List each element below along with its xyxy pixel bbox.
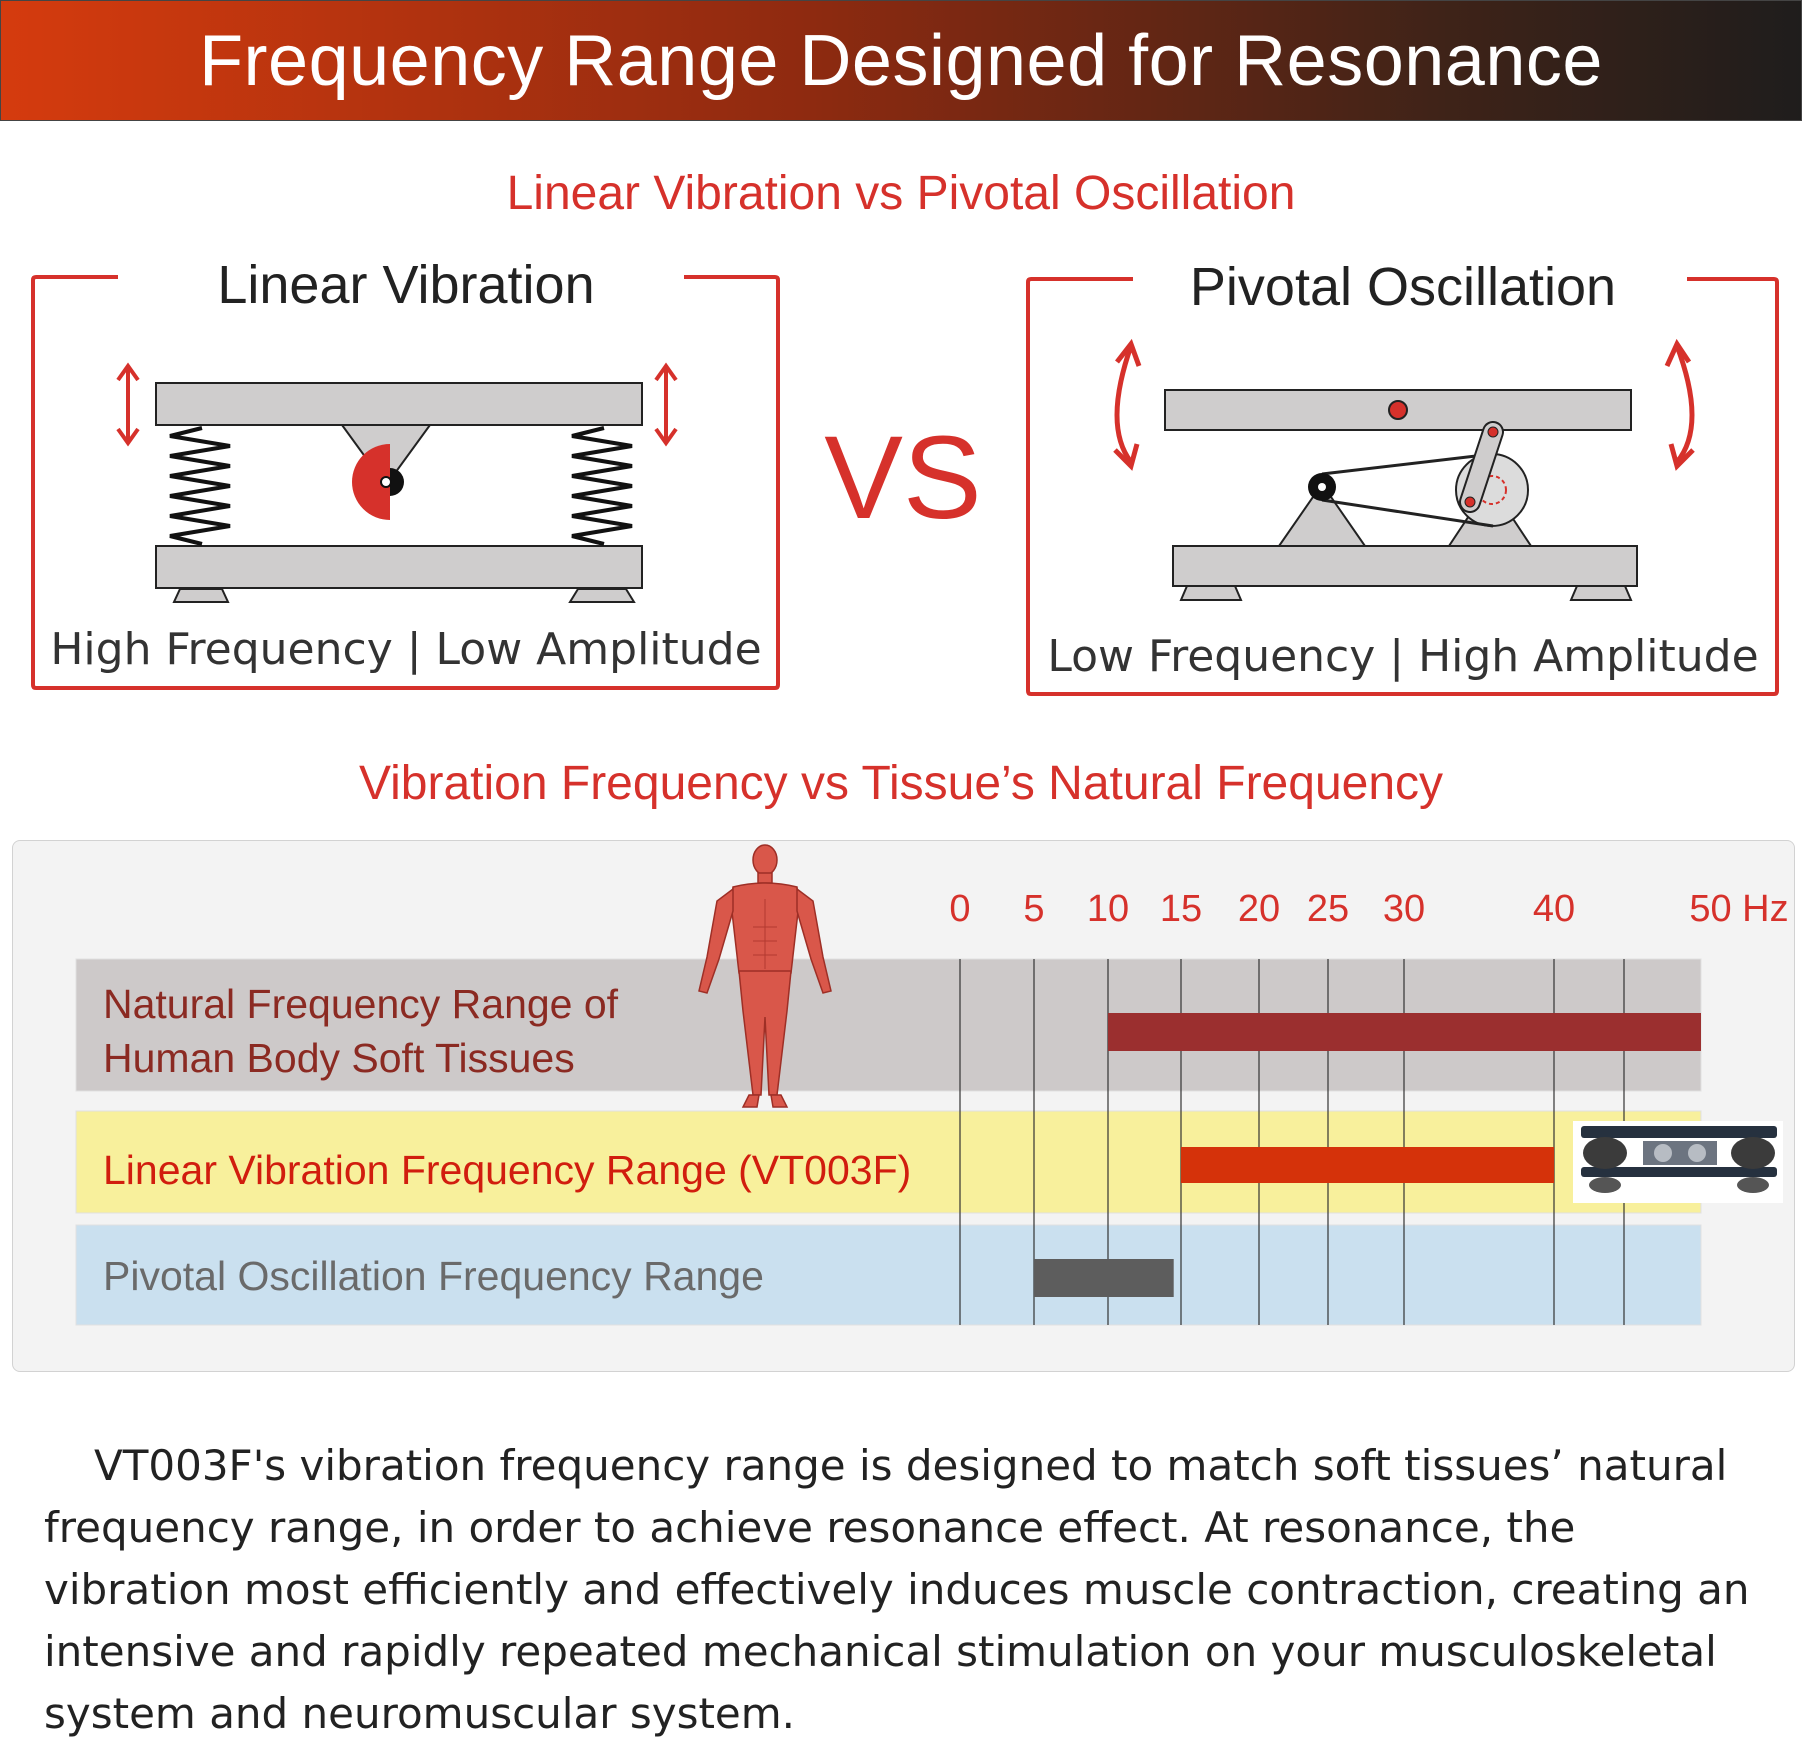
- linear-vibration-illustration: [116, 362, 678, 603]
- frequency-row-label-1-0: Linear Vibration Frequency Range (VT003F…: [103, 1147, 911, 1193]
- human-muscle-figure-icon: [698, 844, 832, 1108]
- linear-panel-title: Linear Vibration: [217, 255, 595, 315]
- description-paragraph: VT003F's vibration frequency range is de…: [44, 1441, 1750, 1738]
- page-title: Frequency Range Designed for Resonance: [199, 20, 1603, 101]
- frequency-row-label-2-0: Pivotal Oscillation Frequency Range: [103, 1253, 764, 1299]
- linear-panel-frame: [31, 275, 780, 690]
- pivotal-panel-caption: Low Frequency | High Amplitude: [1047, 631, 1759, 682]
- frequency-range-bar-0: [1108, 1013, 1701, 1051]
- frequency-tick-label-3: 15: [1160, 888, 1202, 930]
- frequency-tick-label-6: 30: [1383, 888, 1425, 930]
- vertical-motion-arrow-left-icon: [116, 362, 140, 447]
- frequency-tick-label-1: 5: [1023, 888, 1044, 930]
- pivotal-oscillation-panel: Pivotal Oscillation: [1025, 246, 1781, 696]
- frequency-tick-label-7: 40: [1533, 888, 1575, 930]
- vertical-motion-arrow-right-icon: [654, 362, 678, 447]
- frequency-row-label-0-0: Natural Frequency Range of: [103, 981, 619, 1027]
- vs-label: VS: [824, 412, 982, 544]
- frequency-tick-label-2: 10: [1087, 888, 1129, 930]
- linear-panel-caption: High Frequency | Low Amplitude: [50, 624, 762, 675]
- curved-motion-arrow-right-icon: [1664, 338, 1695, 471]
- title-banner: Frequency Range Designed for Resonance: [0, 0, 1802, 121]
- pivotal-panel-frame: [1026, 277, 1779, 696]
- linear-vibration-panel: Linear Vibration High Frequency | Low Am…: [30, 244, 782, 692]
- frequency-range-bar-2: [1034, 1259, 1174, 1297]
- comparison-heading: Linear Vibration vs Pivotal Oscillation: [506, 167, 1296, 220]
- frequency-tick-label-0: 0: [949, 888, 970, 930]
- frequency-comparison-chart: 0 5 10 15 20 25 30 40 50 Hz Natural Frequency Ra…: [12, 840, 1795, 1372]
- curved-motion-arrow-left-icon: [1113, 338, 1142, 471]
- frequency-row-label-0-1: Human Body Soft Tissues: [103, 1035, 575, 1081]
- vt003f-device-thumbnail: [1573, 1121, 1783, 1203]
- frequency-row-2: [75, 1224, 1702, 1326]
- frequency-heading: Vibration Frequency vs Tissue’s Natural …: [358, 757, 1444, 810]
- pivotal-oscillation-illustration: [1113, 338, 1695, 601]
- pivotal-panel-title: Pivotal Oscillation: [1189, 257, 1617, 317]
- frequency-tick-label-4: 20: [1238, 888, 1280, 930]
- frequency-tick-label-5: 25: [1307, 888, 1349, 930]
- frequency-tick-label-8: 50 Hz: [1689, 888, 1788, 930]
- frequency-chart-svg: 0 5 10 15 20 25 30 40 50 Hz Natural Frequency Ra…: [75, 844, 1789, 1326]
- frequency-range-bar-1: [1181, 1147, 1554, 1183]
